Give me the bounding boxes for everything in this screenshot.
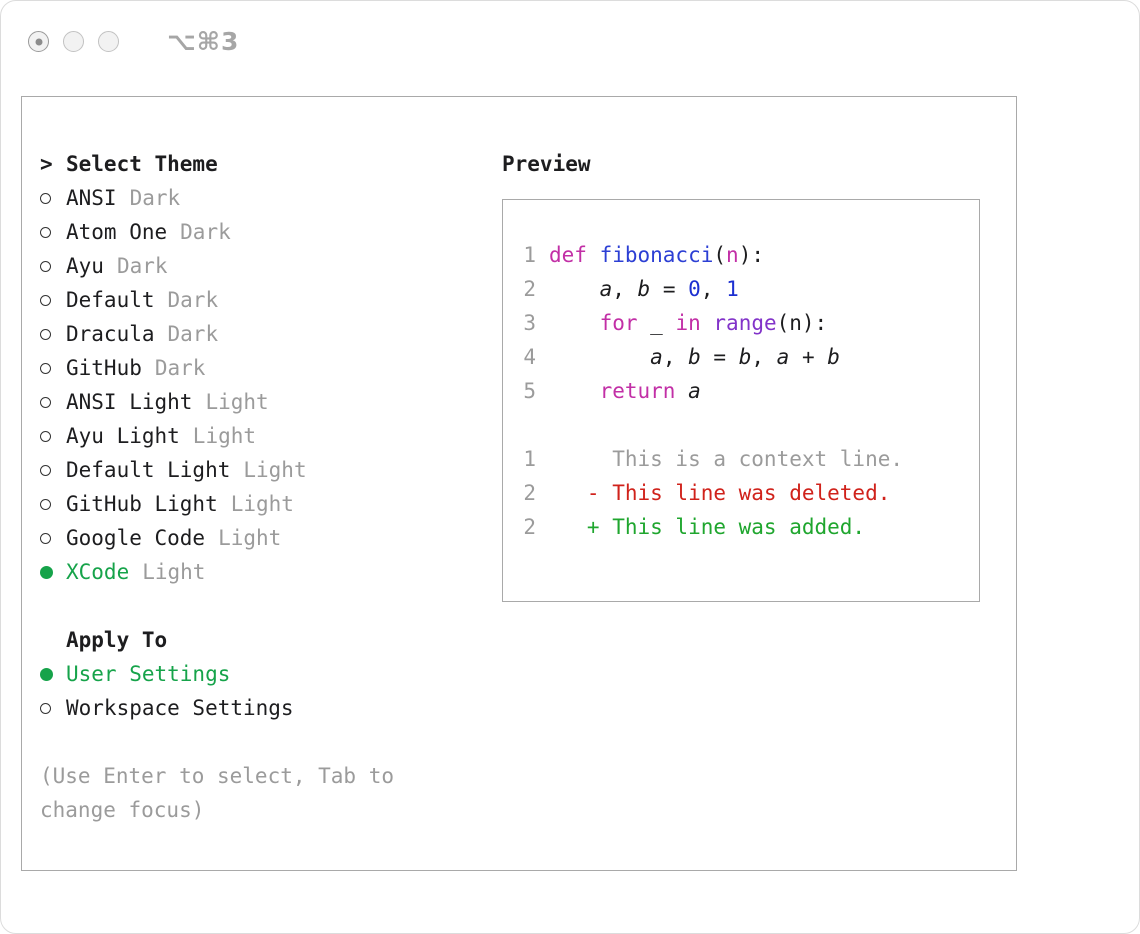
apply-option-workspace-settings[interactable]: Workspace Settings [40, 691, 502, 725]
diff-block: 1 This is a context line.2 - This line w… [523, 442, 979, 544]
theme-item-default[interactable]: Default Dark [40, 283, 502, 317]
radio-icon [40, 192, 66, 204]
apply-option-label: Workspace Settings [66, 696, 294, 720]
theme-name: XCode [66, 560, 130, 584]
theme-variant-tag: Light [218, 526, 282, 550]
radio-icon [40, 362, 66, 374]
theme-name: Ayu Light [66, 424, 180, 448]
radio-icon [40, 226, 66, 238]
line-number: 1 [523, 447, 536, 471]
theme-name: ANSI Light [66, 390, 193, 414]
preview-title: Preview [502, 152, 591, 176]
theme-variant-tag: Light [142, 560, 206, 584]
theme-variant-tag: Dark [154, 356, 206, 380]
apply-to-header: Apply To [40, 623, 502, 657]
theme-item-ansi[interactable]: ANSI Dark [40, 181, 502, 215]
line-number: 5 [523, 379, 536, 403]
line-number: 3 [523, 311, 536, 335]
theme-item-xcode[interactable]: XCode Light [40, 555, 502, 589]
theme-variant-tag: Dark [116, 254, 168, 278]
theme-name: Default Light [66, 458, 231, 482]
theme-variant-tag: Light [205, 390, 269, 414]
line-number: 2 [523, 515, 536, 539]
theme-item-google-code[interactable]: Google Code Light [40, 521, 502, 555]
theme-name: GitHub Light [66, 492, 218, 516]
window-control-minimize-icon[interactable] [63, 31, 84, 52]
theme-variant-tag: Dark [129, 186, 181, 210]
theme-item-dracula[interactable]: Dracula Dark [40, 317, 502, 351]
theme-variant-tag: Dark [167, 288, 219, 312]
code-line: 2 a, b = 0, 1 [523, 272, 979, 306]
theme-name: ANSI [66, 186, 117, 210]
code-line: 3 for _ in range(n): [523, 306, 979, 340]
code-line: 2 + This line was added. [523, 510, 979, 544]
theme-name: Dracula [66, 322, 155, 346]
code-line: 1 This is a context line. [523, 442, 979, 476]
theme-variant-tag: Light [192, 424, 257, 448]
theme-item-default-light[interactable]: Default Light Light [40, 453, 502, 487]
radio-icon [40, 396, 66, 408]
usage-hint: (Use Enter to select, Tab to change focu… [40, 764, 395, 822]
radio-icon [40, 464, 66, 476]
line-number: 1 [523, 243, 536, 267]
preview-header: Preview [502, 147, 1002, 181]
theme-item-atom-one[interactable]: Atom One Dark [40, 215, 502, 249]
code-line: 4 a, b = b, a + b [523, 340, 979, 374]
title-bar: ⌥⌘3 [1, 1, 1139, 56]
apply-option-label: User Settings [66, 662, 231, 686]
radio-icon [40, 565, 66, 579]
theme-name: Atom One [66, 220, 168, 244]
apply-option-user-settings[interactable]: User Settings [40, 657, 502, 691]
radio-icon [40, 498, 66, 510]
theme-item-github-light[interactable]: GitHub Light Light [40, 487, 502, 521]
theme-name: GitHub [66, 356, 142, 380]
radio-icon [40, 328, 66, 340]
radio-icon [40, 702, 66, 714]
select-theme-title: Select Theme [66, 152, 218, 176]
theme-name: Google Code [66, 526, 206, 550]
code-line: 5 return a [523, 374, 979, 408]
radio-icon [40, 260, 66, 272]
radio-icon [40, 294, 66, 306]
line-number: 4 [523, 345, 536, 369]
theme-variant-tag: Light [243, 458, 307, 482]
theme-variant-tag: Light [230, 492, 294, 516]
theme-variant-tag: Dark [167, 322, 219, 346]
code-line: 2 - This line was deleted. [523, 476, 979, 510]
radio-icon [40, 430, 66, 442]
theme-item-ayu[interactable]: Ayu Dark [40, 249, 502, 283]
radio-icon [40, 532, 66, 544]
theme-name: Ayu [66, 254, 104, 278]
line-number: 2 [523, 481, 536, 505]
line-number: 2 [523, 277, 536, 301]
radio-icon [40, 667, 66, 681]
theme-item-ayu-light[interactable]: Ayu Light Light [40, 419, 502, 453]
theme-name: Default [66, 288, 155, 312]
apply-to-title: Apply To [66, 628, 168, 652]
prompt-icon: > [40, 152, 53, 176]
theme-variant-tag: Dark [180, 220, 231, 244]
keyboard-shortcut-label: ⌥⌘3 [167, 27, 240, 56]
window-control-close-icon[interactable] [28, 31, 49, 52]
window-control-zoom-icon[interactable] [98, 31, 119, 52]
theme-item-ansi-light[interactable]: ANSI Light Light [40, 385, 502, 419]
select-theme-header: > Select Theme [40, 147, 502, 181]
theme-item-github[interactable]: GitHub Dark [40, 351, 502, 385]
